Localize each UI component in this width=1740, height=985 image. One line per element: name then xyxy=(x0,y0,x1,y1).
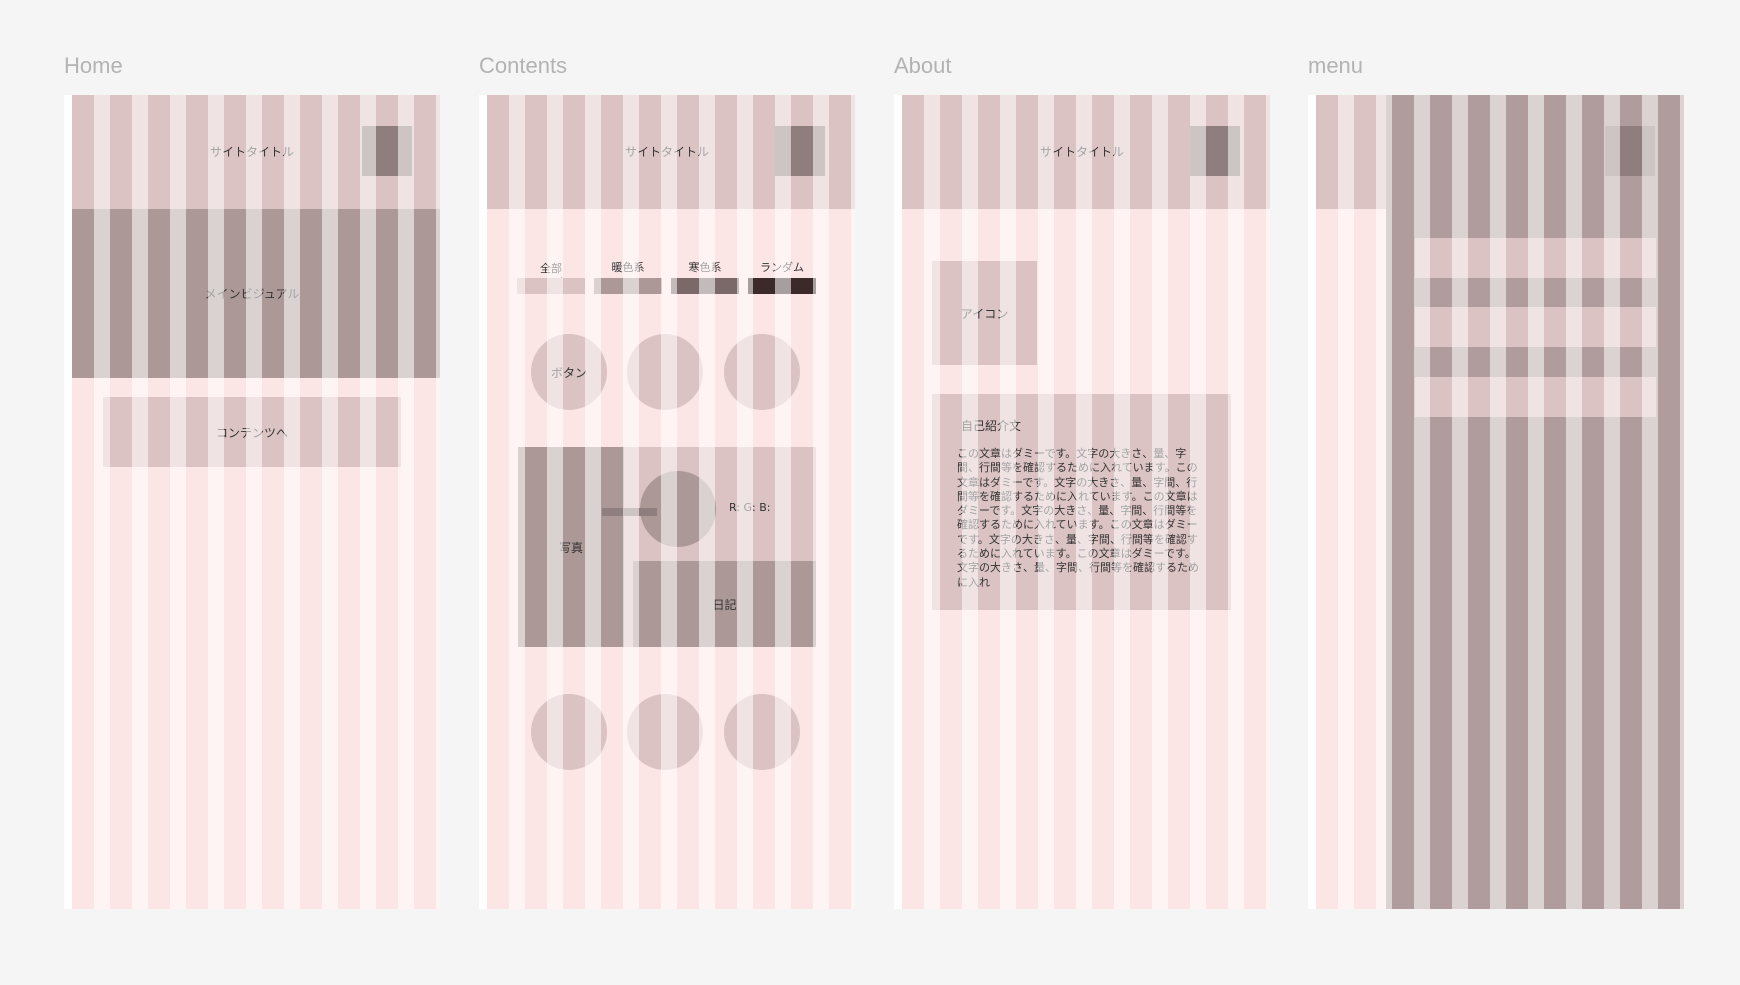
header xyxy=(1308,95,1386,209)
menu-item[interactable] xyxy=(1415,238,1656,278)
menu-item[interactable] xyxy=(1415,377,1656,417)
color-button[interactable] xyxy=(627,334,703,410)
main-visual: メインビジュアル xyxy=(64,209,440,378)
menu-drawer xyxy=(1386,95,1684,909)
rgb-readout: R: G: B: xyxy=(729,501,771,514)
diary-label: 日記 xyxy=(712,597,737,612)
filter-cool-button[interactable] xyxy=(671,278,739,294)
color-button[interactable] xyxy=(724,694,800,770)
filter-cool-label: 寒色系 xyxy=(688,261,722,274)
menu-button[interactable] xyxy=(1190,126,1240,176)
icon-label: アイコン xyxy=(960,306,1009,321)
header: サイトタイトル xyxy=(479,95,855,209)
contents-link-button[interactable]: コンテンツへ xyxy=(103,397,401,467)
frame-label-contents: Contents xyxy=(479,53,568,78)
contents-frame: サイトタイトル 全部 フィルター 暖色系 寒色系 ランダム ボタン 写真 R: … xyxy=(479,95,855,909)
intro-title: 自己紹介文 xyxy=(961,419,1022,433)
filter-random-button[interactable] xyxy=(748,278,816,294)
color-slider-bar xyxy=(602,508,657,516)
intro-box: 自己紹介文 この文章はダミーです。文字の大きさ、量、字間、行間等を確認するために… xyxy=(932,394,1231,610)
header: サイトタイトル xyxy=(894,95,1270,209)
menu-frame xyxy=(1308,95,1684,909)
diary-box: 日記 xyxy=(633,561,816,647)
color-button[interactable]: ボタン xyxy=(531,334,607,410)
filter-warm-label: 暖色系 xyxy=(611,261,645,274)
frame-label-about: About xyxy=(894,53,952,78)
photo-label: 写真 xyxy=(558,540,583,555)
button-label: ボタン xyxy=(550,365,587,380)
about-frame: サイトタイトル アイコン 自己紹介文 この文章はダミーです。文字の大きさ、量、字… xyxy=(894,95,1270,909)
profile-icon: アイコン xyxy=(932,261,1037,365)
menu-button[interactable] xyxy=(362,126,412,176)
menu-button[interactable] xyxy=(775,126,825,176)
filter-warm-button[interactable] xyxy=(594,278,662,294)
filter-all-button[interactable] xyxy=(517,278,585,294)
color-button[interactable] xyxy=(531,694,607,770)
menu-item[interactable] xyxy=(1415,307,1656,347)
filter-random-label: ランダム xyxy=(760,261,804,274)
frame-label-menu: menu xyxy=(1308,53,1364,78)
photo-placeholder: 写真 xyxy=(518,447,624,647)
close-menu-button[interactable] xyxy=(1605,126,1655,176)
frame-label-home: Home xyxy=(64,53,123,78)
color-button[interactable] xyxy=(724,334,800,410)
main-visual-label: メインビジュアル xyxy=(204,287,300,301)
header: サイトタイトル xyxy=(64,95,440,209)
contents-link-label: コンテンツへ xyxy=(215,425,288,440)
home-frame: サイトタイトル メインビジュアル コンテンツへ xyxy=(64,95,440,909)
intro-text: この文章はダミーです。文字の大きさ、量、字間、行間等を確認するために入れています… xyxy=(957,447,1199,589)
color-button[interactable] xyxy=(627,694,703,770)
